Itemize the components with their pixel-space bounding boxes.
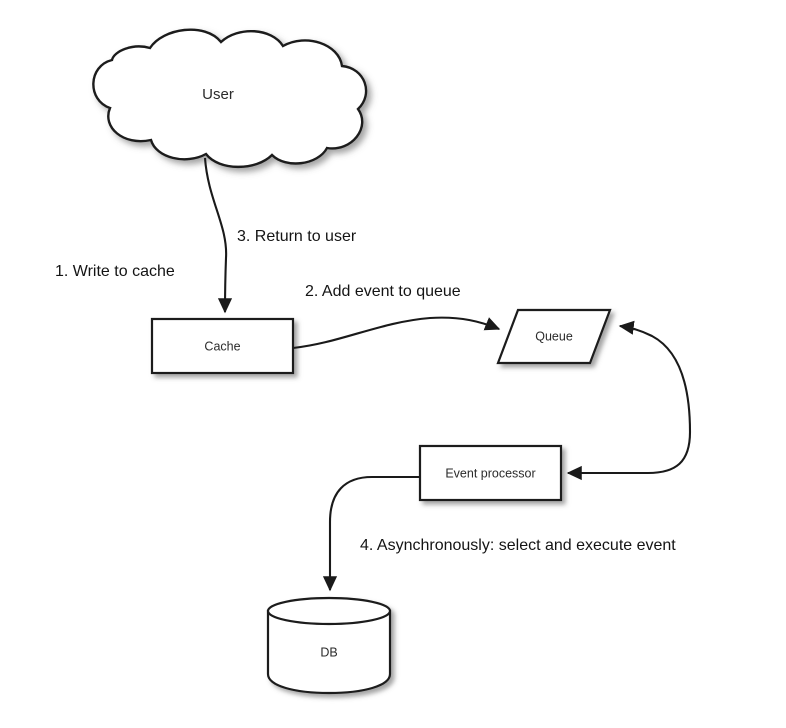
node-db[interactable]: DB xyxy=(266,596,392,695)
node-queue[interactable]: Queue xyxy=(496,308,612,365)
node-event-processor[interactable]: Event processor xyxy=(418,444,563,502)
db-body-shape xyxy=(266,609,392,695)
node-db-label: DB xyxy=(320,645,337,659)
cloud-shape xyxy=(92,28,368,169)
node-cache-label: Cache xyxy=(204,339,240,353)
edge-user-to-cache xyxy=(203,157,233,314)
cache-shape xyxy=(150,317,295,375)
edge-label-step-4: 4. Asynchronously: select and execute ev… xyxy=(360,537,676,554)
db-top-ellipse xyxy=(266,596,392,626)
edge-cache-to-queue xyxy=(292,316,501,350)
event-processor-shape xyxy=(418,444,563,502)
node-user-label: User xyxy=(202,86,234,103)
edge-eventprocessor-to-db xyxy=(322,475,420,592)
node-user[interactable]: User xyxy=(92,28,368,169)
edge-queue-eventprocessor-loop xyxy=(566,320,692,481)
edge-label-step-2: 2. Add event to queue xyxy=(305,283,461,300)
node-cache[interactable]: Cache xyxy=(150,317,295,375)
node-queue-label: Queue xyxy=(535,329,573,343)
edge-label-step-3: 3. Return to user xyxy=(237,228,357,245)
node-event-processor-label: Event processor xyxy=(445,466,535,480)
edge-label-step-1: 1. Write to cache xyxy=(55,263,175,280)
